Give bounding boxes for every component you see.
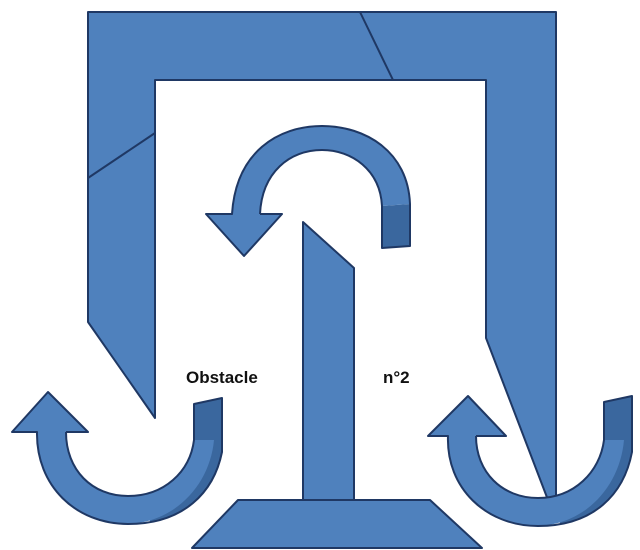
base-plate (191, 499, 483, 549)
inverted-u-frame (87, 11, 557, 501)
top-curved-arrow (205, 125, 411, 257)
left-curved-arrow (11, 391, 223, 525)
central-post (302, 221, 355, 501)
right-curved-arrow (427, 395, 633, 527)
obstacle-label: Obstacle (186, 368, 258, 387)
obstacle-number-label: n°2 (383, 368, 410, 387)
